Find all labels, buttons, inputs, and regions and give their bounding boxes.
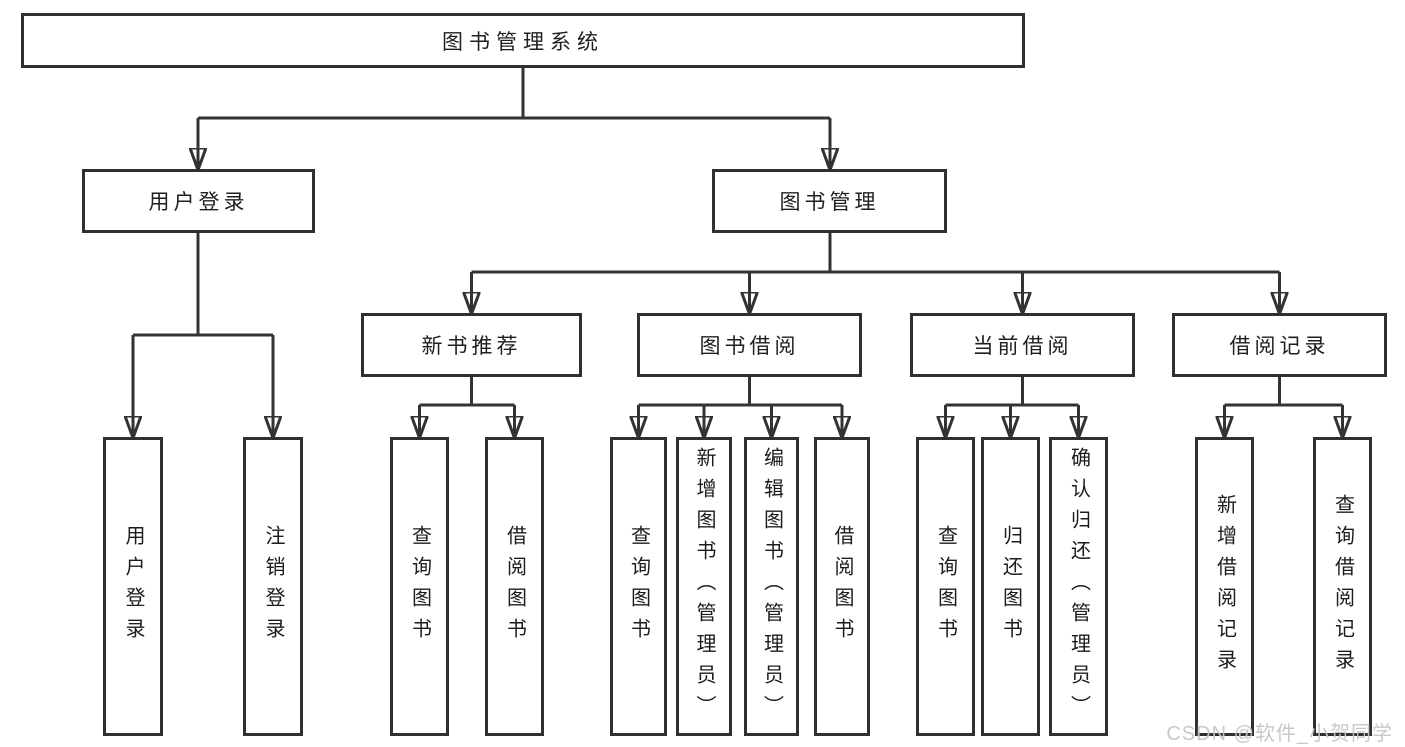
node-user-login: 用户登录	[82, 169, 315, 233]
leaf-borrow-books: 借阅图书	[814, 437, 870, 736]
leaf-return-books: 归还图书	[981, 437, 1040, 736]
connector-current-borrow-children	[946, 377, 1079, 437]
node-current-borrow: 当前借阅	[910, 313, 1135, 377]
leaf-query-books: 查询图书	[390, 437, 449, 736]
leaf-borrow-books: 借阅图书	[485, 437, 544, 736]
connector-book-mgmt-children	[472, 233, 1280, 313]
node-label: 用户登录	[148, 191, 249, 214]
node-label: 归还图书	[999, 524, 1022, 649]
leaf-logout: 注销登录	[243, 437, 303, 736]
node-book-management: 图书管理	[712, 169, 947, 233]
node-label: 查询图书	[408, 524, 431, 649]
connector-user-login-children	[133, 233, 273, 437]
node-label: 图书借阅	[699, 335, 800, 358]
node-label: 新增借阅记录	[1213, 493, 1236, 680]
node-label: 新书推荐	[421, 335, 522, 358]
node-label: 查询借阅记录	[1331, 493, 1354, 680]
node-label: 新增图书（管理员）	[693, 447, 715, 726]
node-label: 当前借阅	[972, 335, 1073, 358]
leaf-query-books: 查询图书	[610, 437, 667, 736]
leaf-confirm-return-admin: 确认归还（管理员）	[1049, 437, 1108, 736]
connector-borrow-records-children	[1225, 377, 1343, 437]
node-label: 用户登录	[122, 524, 144, 649]
leaf-add-borrow-record: 新增借阅记录	[1195, 437, 1254, 736]
node-label: 图书管理系统	[442, 30, 604, 54]
node-label: 查询图书	[627, 524, 650, 649]
node-library-management-system: 图书管理系统	[21, 13, 1025, 68]
connector-root-to-level2	[198, 68, 830, 169]
node-label: 查询图书	[934, 524, 957, 649]
csdn-watermark: CSDN @软件_小贺同学	[1166, 723, 1393, 745]
connector-new-book-children	[420, 377, 515, 437]
node-borrow-records: 借阅记录	[1172, 313, 1387, 377]
leaf-query-borrow-record: 查询借阅记录	[1313, 437, 1372, 736]
node-label: 编辑图书（管理员）	[760, 447, 783, 726]
node-label: 借阅图书	[831, 524, 853, 649]
connector-book-borrow-children	[639, 377, 843, 437]
node-book-borrow: 图书借阅	[637, 313, 862, 377]
leaf-edit-books-admin: 编辑图书（管理员）	[744, 437, 799, 736]
leaf-query-books: 查询图书	[916, 437, 975, 736]
node-label: 图书管理	[779, 191, 880, 214]
node-label: 借阅记录	[1229, 335, 1330, 358]
node-label: 注销登录	[262, 524, 284, 649]
node-new-book-recommend: 新书推荐	[361, 313, 582, 377]
leaf-add-books-admin: 新增图书（管理员）	[676, 437, 732, 736]
node-label: 确认归还（管理员）	[1067, 447, 1090, 726]
leaf-user-login: 用户登录	[103, 437, 163, 736]
node-label: 借阅图书	[503, 524, 526, 649]
